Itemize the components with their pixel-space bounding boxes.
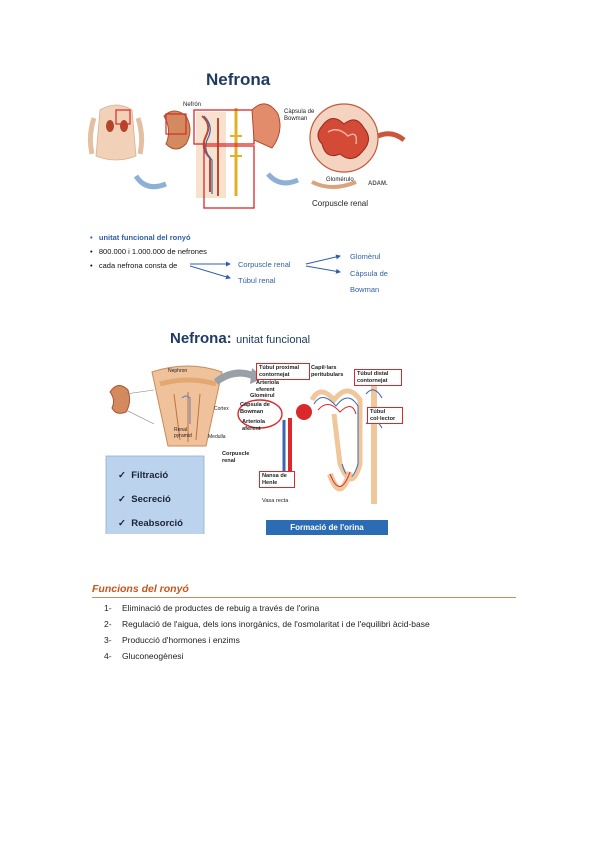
list-number: 2-	[104, 619, 112, 629]
label-vasa-recta: Vasa recta	[262, 498, 289, 504]
section-title: Funcions del ronyó	[92, 583, 189, 595]
label-arteriola-aferent: Arteriola aferent	[242, 419, 266, 432]
bullet-list: • unitat funcional del ronyó • 800.000 i…	[90, 233, 207, 270]
label-adam: ADAM.	[368, 181, 388, 187]
branch-tubul: Túbul renal	[238, 276, 276, 285]
list-item: 2- Regulació de l'aigua, dels ions inorg…	[104, 619, 516, 629]
label-capsula-bowman: Càpsula de Bowman	[284, 109, 315, 122]
list-item: 1- Eliminació de productes de rebuig a t…	[104, 603, 516, 613]
slide-nefrona-unitat-funcional: Nefrona: unitat funcional Nephron Cortex…	[104, 330, 414, 544]
functional-nephron-illustration	[105, 365, 383, 534]
list-number: 4-	[104, 651, 112, 661]
list-text: Eliminació de productes de rebuig a trav…	[122, 603, 320, 613]
label-tubul-distal: Túbul distal contornejat	[354, 369, 402, 386]
slide2-subtitle: unitat funcional	[236, 334, 311, 346]
label-nefron: Nefrón	[183, 102, 202, 108]
slide2-title: Nefrona:	[170, 330, 232, 347]
list-number: 3-	[104, 635, 112, 645]
label-medulla: Medulla	[208, 434, 226, 440]
function-item: Reabsorció	[131, 518, 183, 529]
label-capsula-bowman-2: Càpsula de Bowman	[240, 402, 270, 415]
slide1-title: Nefrona	[206, 70, 271, 89]
branch-capsula-1: Càpsula de	[350, 269, 388, 278]
label-arteriola-eferent: Arteriola eferent	[256, 380, 280, 393]
label-tubul-proximal: Túbul proximal contornejat	[256, 363, 310, 380]
branch-capsula-2: Bowman	[350, 285, 380, 294]
section-rule	[92, 597, 516, 598]
list-text: Gluconeogènesi	[122, 651, 184, 661]
branch-arrows	[190, 254, 341, 280]
function-item: Secreció	[131, 494, 171, 505]
functions-list: 1- Eliminació de productes de rebuig a t…	[104, 603, 516, 661]
bullet-item: cada nefrona consta de	[98, 261, 178, 270]
function-list: ✓ Filtració ✓ Secreció ✓ Reabsorció	[118, 470, 183, 529]
branch-glomerul: Glomèrul	[350, 252, 381, 261]
nephron-illustration	[87, 103, 406, 209]
label-corpuscle-renal: Corpuscle renal	[312, 199, 369, 208]
slide2-title-row: Nefrona: unitat funcional	[170, 330, 310, 348]
list-text: Producció d'hormones i enzims	[122, 635, 240, 645]
label-glomerulo: Glomérulo	[326, 177, 354, 183]
list-item: 3- Producció d'hormones i enzims	[104, 635, 516, 645]
slide-nefrona: Nefrona Nefrón Càpsula de Bowman Glomé	[86, 60, 516, 300]
function-item: Filtració	[131, 470, 169, 481]
label-tubul-colector: Túbul col·lector	[367, 407, 403, 424]
label-nephron: Nephron	[168, 368, 188, 374]
label-capil-lars: Capil·lars peritubulars	[311, 365, 344, 378]
label-nansa-henle: Nansa de Henle	[259, 471, 295, 488]
branch-corpuscle: Corpuscle renal	[238, 260, 291, 269]
bullet-item: unitat funcional del ronyó	[98, 233, 191, 242]
banner-formacio-orina: Formació de l'orina	[266, 520, 388, 535]
label-corpuscle-renal-2: Corpuscle renal	[222, 451, 250, 464]
list-text: Regulació de l'aigua, dels ions inorgàni…	[122, 619, 430, 629]
list-item: 4- Gluconeogènesi	[104, 651, 516, 661]
label-renal-pyramid: Renal pyramid	[174, 427, 192, 439]
label-cortex: Cortex	[214, 406, 229, 412]
label-glomerul: Glomèrul	[250, 393, 275, 399]
bullet-item: 800.000 i 1.000.000 de nefrones	[98, 247, 207, 256]
list-number: 1-	[104, 603, 112, 613]
